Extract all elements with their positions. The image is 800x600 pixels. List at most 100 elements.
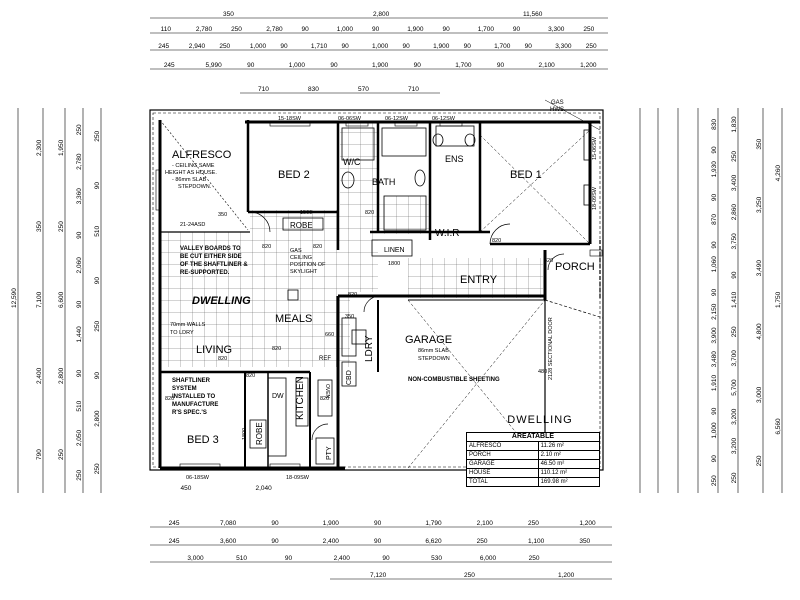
dimension-label: 1,900	[372, 62, 389, 69]
dimension-label: 250	[528, 520, 539, 527]
dimension-label: 2,940	[189, 43, 206, 50]
dimension-label: 3,000	[756, 386, 763, 403]
door-dim: 350	[218, 212, 227, 218]
room-wir: W.I.R	[435, 228, 459, 239]
dimension-label: 110	[161, 26, 172, 33]
dimension-label: 1,100	[528, 538, 545, 545]
dimension-label: 3,400	[731, 174, 738, 191]
dimension-label: 790	[36, 449, 43, 460]
dimension-label: 245	[158, 43, 169, 50]
dimension-label: 510	[76, 400, 83, 411]
dimension-label: 250	[464, 572, 475, 579]
dimension-label: 90	[94, 182, 101, 190]
dimension-label: 1,910	[711, 374, 718, 391]
dimension-label: 2,050	[76, 430, 83, 447]
dimension-label: 2,860	[731, 204, 738, 221]
dimension-label: 1,200	[580, 62, 597, 69]
dimension-label: 90	[247, 62, 255, 69]
window-label: 06-12SW	[385, 116, 409, 122]
dimension-label: 250	[756, 455, 763, 466]
dimension-label: 1,900	[323, 520, 340, 527]
dimension-label: 90	[464, 43, 472, 50]
dimension-label: 2,800	[58, 367, 65, 384]
door-dim: 660	[325, 332, 334, 338]
dimension-label: 250	[731, 151, 738, 162]
dimension-label: 350	[756, 138, 763, 149]
note-alfresco-1: - CEILING SAME	[172, 163, 215, 169]
dimension-label: 250	[731, 472, 738, 483]
dimension-label: 830	[308, 86, 319, 93]
dimension-label: 510	[236, 555, 247, 562]
dimension-label: 90	[374, 538, 382, 545]
dimension-label: 90	[330, 62, 338, 69]
dimension-label: 6,620	[425, 538, 442, 545]
room-bath: BATH	[372, 177, 395, 187]
dimension-label: 3,000	[187, 555, 204, 562]
dimension-label: 2,800	[94, 410, 101, 427]
dimension-label: 250	[94, 321, 101, 332]
dimension-label: 90	[442, 26, 450, 33]
dimension-label: 2,100	[477, 520, 494, 527]
door-dim: 820	[313, 244, 322, 250]
dimension-label: 2,400	[323, 538, 340, 545]
room-linen: LINEN	[384, 247, 405, 254]
room-alfresco: ALFRESCO	[172, 149, 232, 161]
dimension-label: 90	[374, 520, 382, 527]
door-dim: 820	[320, 396, 329, 402]
window-label: 06-06SW	[338, 116, 362, 122]
room-porch: PORCH	[555, 261, 595, 273]
window-label: 06-18SW	[186, 475, 210, 481]
dimension-label: 1,950	[58, 139, 65, 156]
door-dim: 820	[165, 396, 174, 402]
area-value: 11.26 m²	[537, 441, 601, 451]
dimension-label: 510	[94, 226, 101, 237]
door-dim: 820	[365, 210, 374, 216]
dimension-label: 1,000	[289, 62, 306, 69]
door-dim: 820	[544, 258, 553, 264]
dimension-label: 245	[169, 520, 180, 527]
dimension-label: 2,780	[266, 26, 283, 33]
room-ldry: LDRY	[364, 335, 375, 362]
dimension-label: 90	[403, 43, 411, 50]
dimension-label: 7,080	[220, 520, 237, 527]
room-dwelling: DWELLING	[192, 295, 251, 307]
area-value: 2.10 m²	[537, 450, 601, 460]
dimension-label: 12,590	[11, 288, 18, 308]
dimension-label: 2,780	[76, 153, 83, 170]
dimension-label: 6,000	[480, 555, 497, 562]
dimension-label: 250	[76, 124, 83, 135]
dimension-label: 2,400	[334, 555, 351, 562]
room-bed3: BED 3	[187, 434, 219, 446]
room-gas-hws: GAS	[551, 100, 564, 106]
dimension-label: 2,100	[539, 62, 556, 69]
note-valley-1: VALLEY BOARDS TO	[180, 246, 241, 252]
dimension-label: 1,750	[775, 291, 782, 308]
door-dimensions: 820 820 820 820 820 820 820 820 820 820 …	[165, 210, 553, 402]
dimension-label: 2,040	[256, 485, 273, 492]
area-value: 110.12 m²	[537, 468, 601, 478]
dimension-label: 90	[711, 407, 718, 415]
door-dim: 480	[538, 369, 547, 375]
window-labels: 15-18SW 06-06SW 06-12SW 06-12SW 15-06SW …	[180, 116, 598, 481]
room-robe: ROBE	[290, 221, 313, 230]
dimension-label: 250	[76, 469, 83, 480]
dimension-label: 1,000	[372, 43, 389, 50]
dimension-label: 90	[76, 231, 83, 239]
dimension-label: 1,200	[558, 572, 575, 579]
dimension-label: 90	[497, 62, 505, 69]
dimension-label: 245	[164, 62, 175, 69]
dimension-label: 450	[181, 485, 192, 492]
area-table-caption: DWELLING	[507, 414, 573, 426]
dimension-label: 3,200	[731, 408, 738, 425]
dimension-label: 90	[711, 146, 718, 154]
dimension-label: 3,750	[731, 233, 738, 250]
dimension-label: 90	[372, 26, 380, 33]
dimension-label: 90	[271, 520, 279, 527]
dimension-label: 570	[358, 86, 369, 93]
room-ens: ENS	[445, 154, 464, 164]
dimension-label: 1,830	[731, 116, 738, 133]
room-living: LIVING	[196, 344, 232, 356]
